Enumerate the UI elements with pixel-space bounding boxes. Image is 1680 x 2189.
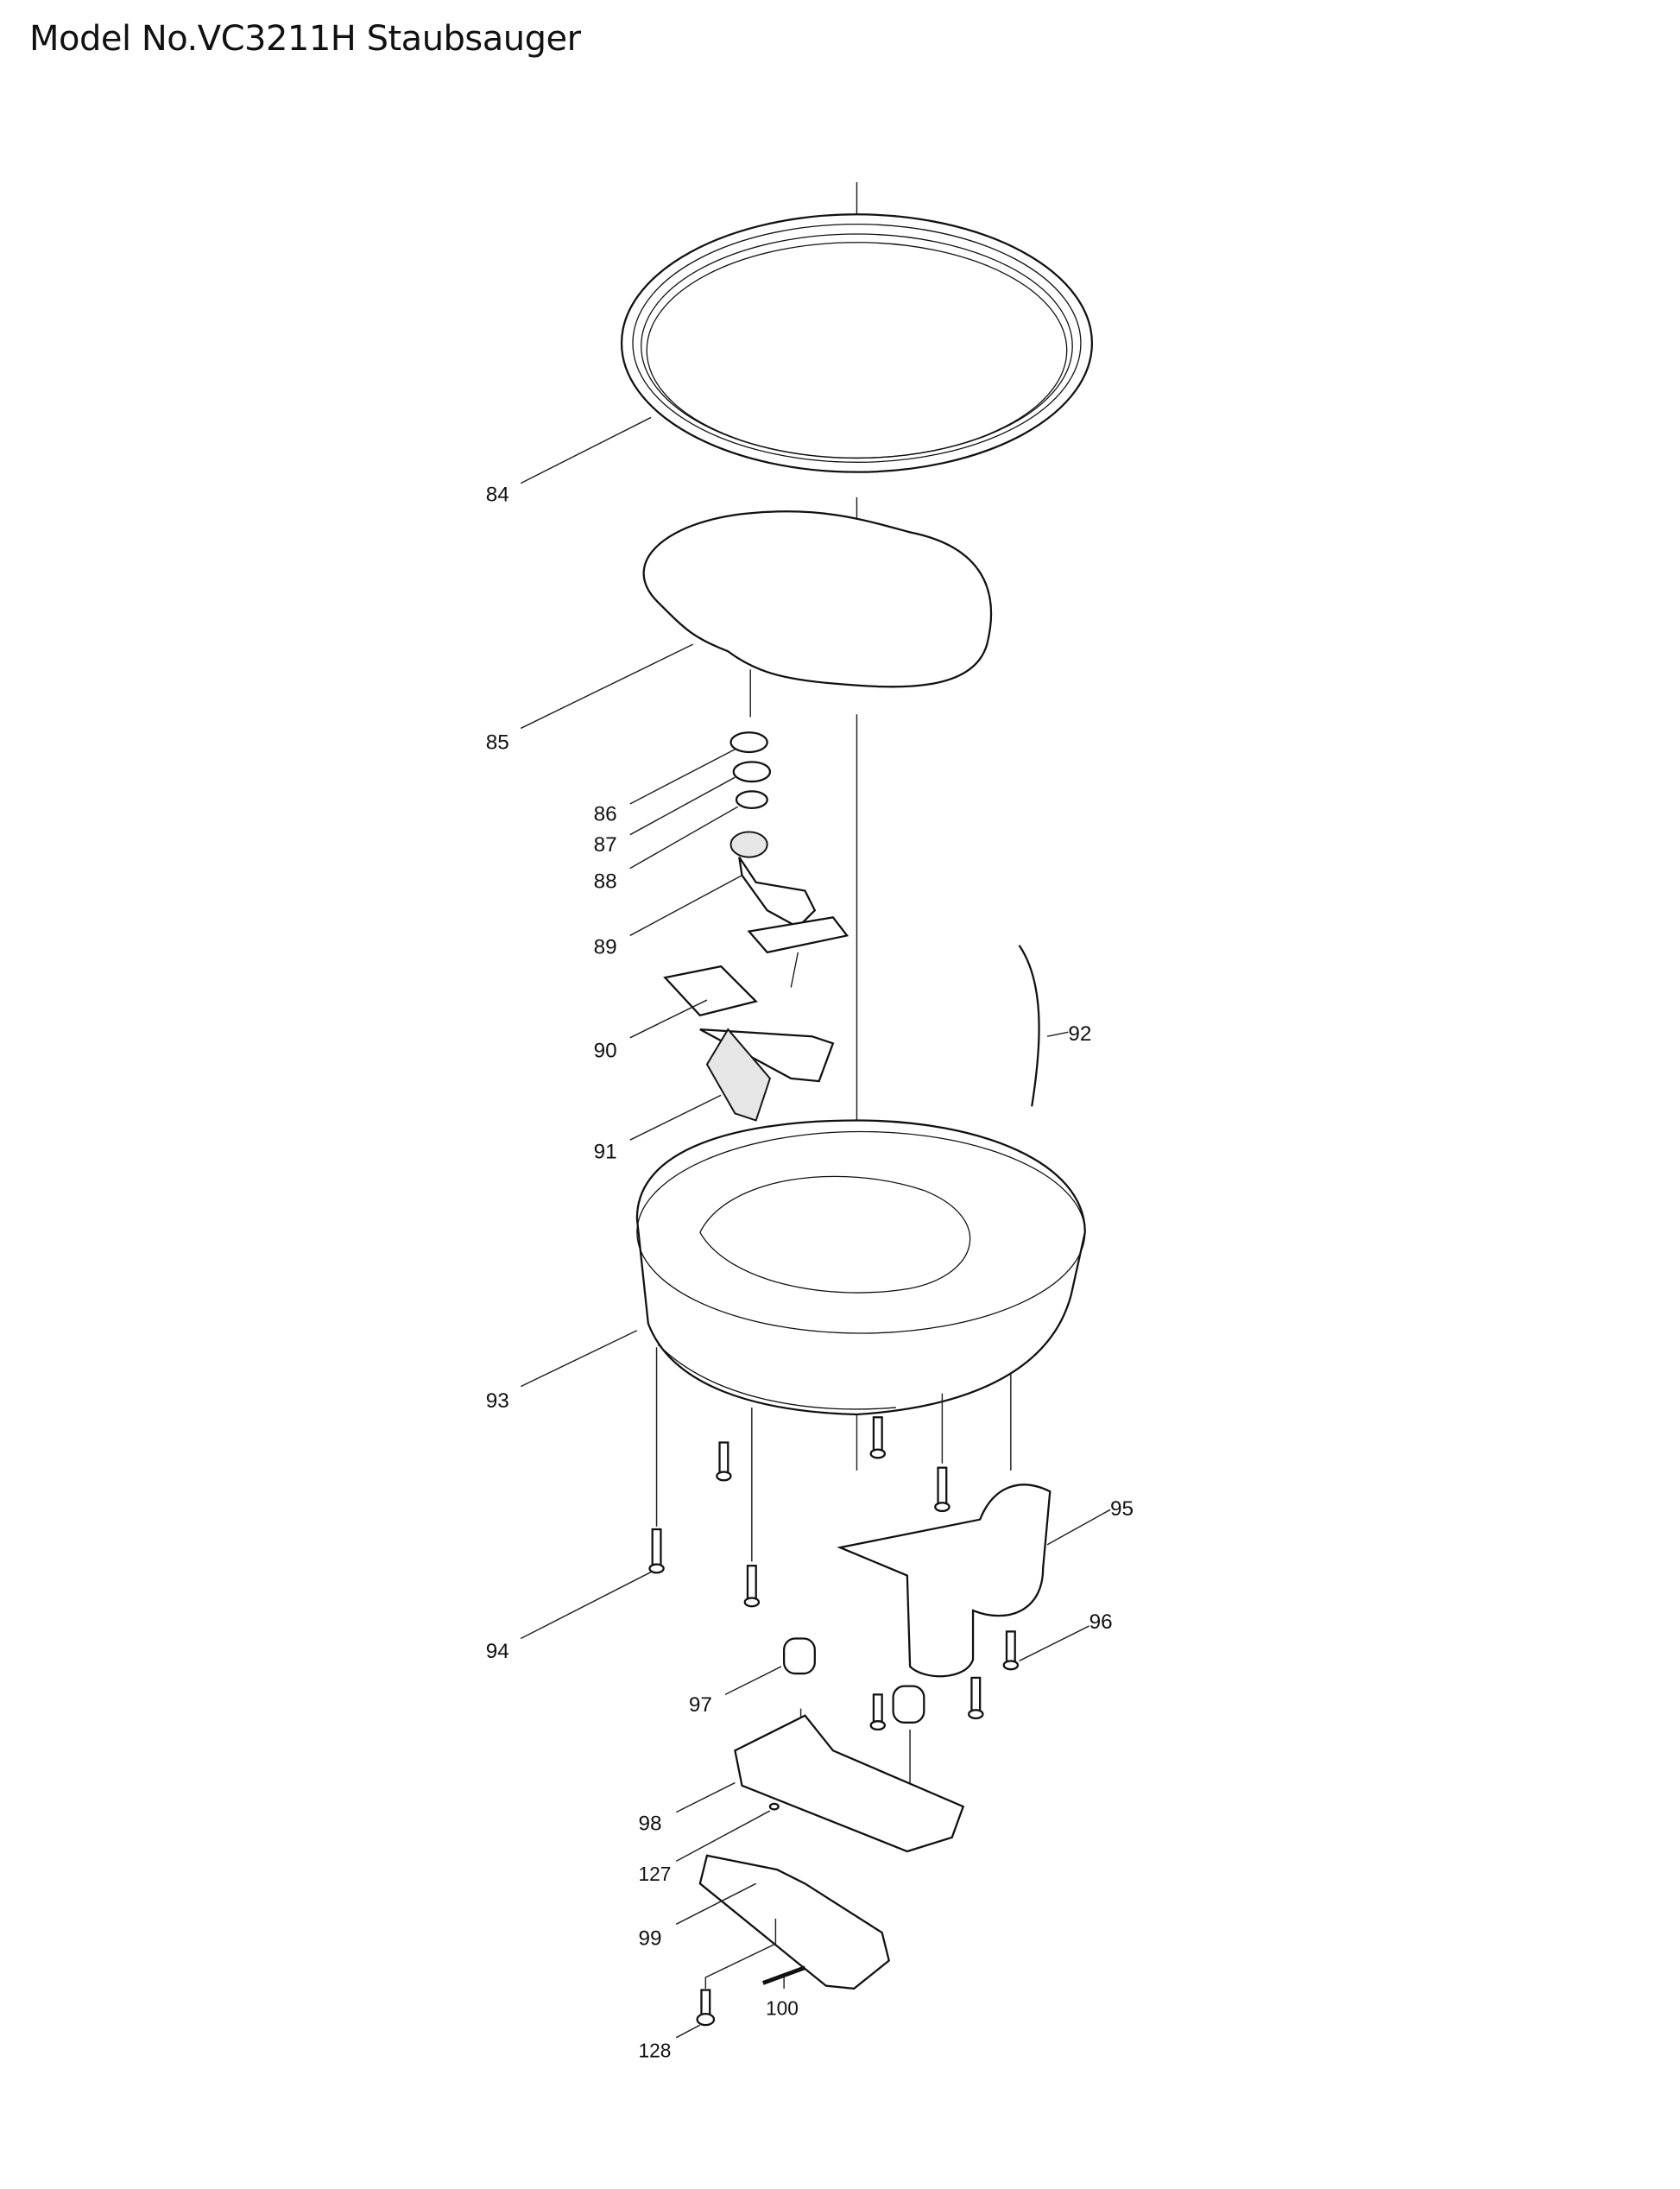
label-96: 96 — [1089, 1610, 1113, 1634]
part-86-ring — [729, 731, 768, 754]
part-88-ring — [735, 790, 768, 810]
label-84: 84 — [486, 484, 509, 507]
label-90: 90 — [594, 1040, 617, 1063]
label-99: 99 — [638, 1927, 661, 1951]
label-87: 87 — [594, 833, 617, 857]
label-100: 100 — [766, 1997, 799, 2020]
label-95: 95 — [1110, 1497, 1134, 1521]
label-94: 94 — [486, 1640, 509, 1663]
label-98: 98 — [638, 1813, 661, 1836]
label-85: 85 — [486, 731, 509, 755]
part-87-ring — [732, 761, 772, 783]
part-128-screw — [696, 1918, 777, 2027]
page-title: Model No.VC3211H Staubsauger — [29, 19, 581, 59]
part-96-screws — [869, 1630, 1020, 1731]
label-89: 89 — [594, 936, 617, 959]
part-95-cover — [837, 1484, 1052, 1678]
part-99-pedal — [698, 1854, 891, 1990]
part-100-pin — [761, 1965, 806, 1985]
leader-lines — [520, 416, 1111, 2039]
part-94-screws — [648, 1347, 1012, 1608]
label-128: 128 — [638, 2039, 671, 2061]
part-89-valve — [729, 831, 849, 988]
label-88: 88 — [594, 870, 617, 893]
label-93: 93 — [486, 1389, 509, 1413]
label-92: 92 — [1068, 1022, 1091, 1046]
label-91: 91 — [594, 1140, 617, 1163]
part-127-ring — [768, 1802, 780, 1811]
part-84-gasket-ring — [620, 213, 1094, 473]
label-86: 86 — [594, 802, 617, 826]
label-97: 97 — [689, 1693, 712, 1717]
part-91-flap — [705, 1028, 772, 1122]
part-98-foot-plate — [734, 1714, 965, 1853]
part-93-base-housing — [635, 1119, 1086, 1416]
part-92-wire — [1018, 945, 1040, 1107]
label-127: 127 — [638, 1863, 671, 1885]
part-85-seal — [642, 510, 993, 688]
